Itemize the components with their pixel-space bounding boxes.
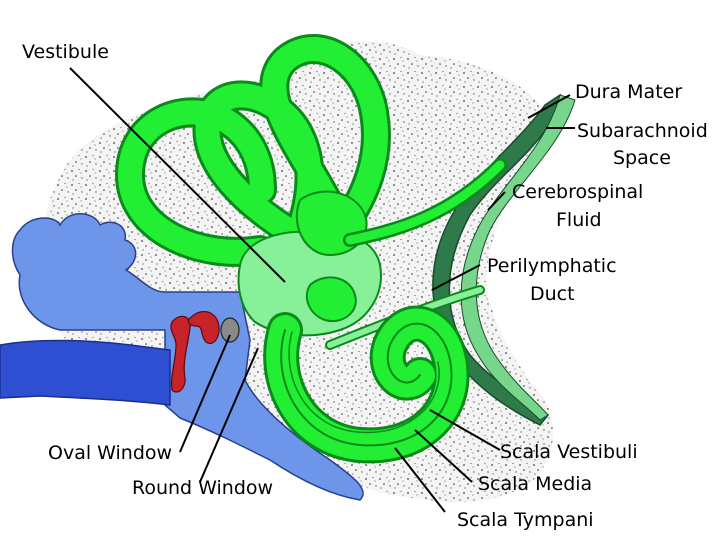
label-perilymphatic-1: Perilymphatic bbox=[487, 255, 617, 277]
label-oval-window: Oval Window bbox=[48, 442, 172, 464]
label-dura-mater: Dura Mater bbox=[575, 81, 682, 103]
label-scala-vestibuli: Scala Vestibuli bbox=[500, 441, 638, 463]
label-vestibule: Vestibule bbox=[22, 41, 109, 63]
label-subarachnoid-2: Space bbox=[613, 147, 671, 169]
label-scala-tympani: Scala Tympani bbox=[457, 509, 594, 531]
label-csf-2: Fluid bbox=[556, 209, 602, 231]
ear-canal bbox=[0, 340, 170, 405]
label-perilymphatic-2: Duct bbox=[530, 283, 575, 305]
label-scala-media: Scala Media bbox=[478, 473, 592, 495]
label-subarachnoid-1: Subarachnoid bbox=[577, 120, 708, 142]
saccule bbox=[307, 277, 356, 321]
label-csf-1: Cerebrospinal bbox=[512, 181, 643, 203]
label-round-window: Round Window bbox=[132, 477, 273, 499]
